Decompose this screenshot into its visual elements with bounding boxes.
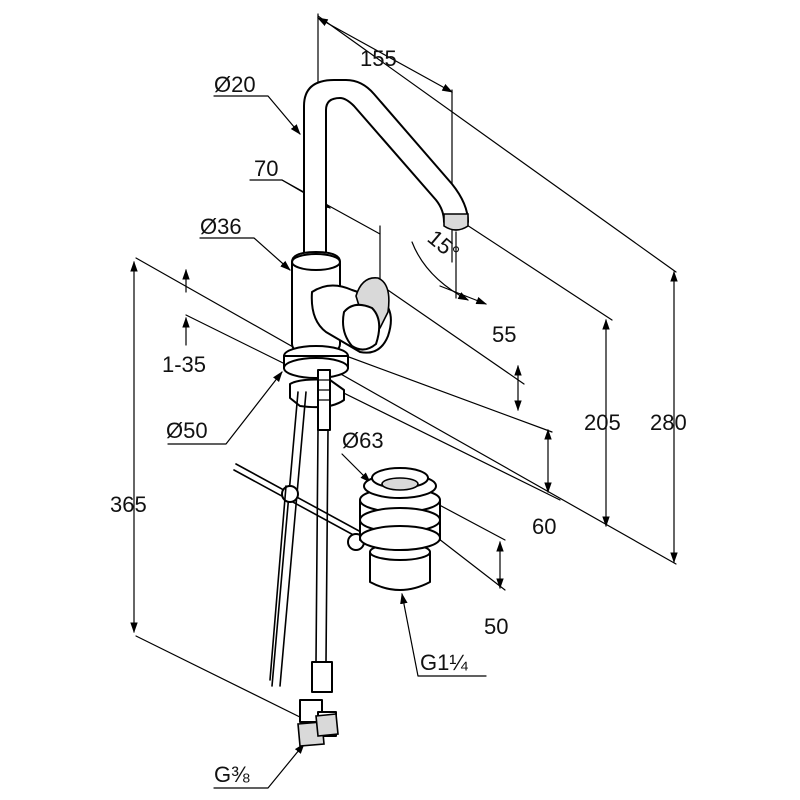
waste-valve [359,467,441,591]
label-body-diameter: Ø36 [200,214,242,239]
label-spout-offset: 70 [254,156,278,181]
extension-lines [135,15,677,727]
label-hose-thread: G⅜ [214,762,250,787]
angle-arc [411,241,469,301]
supply-hose-right [315,429,319,663]
label-plug-height: 50 [484,614,508,639]
label-waste-thread: G1¼ [420,650,468,675]
label-base-diameter: Ø50 [166,418,208,443]
waste-plug [381,477,419,491]
leader-lines [167,95,487,789]
label-reach: 155 [360,46,397,71]
label-total-height: 280 [650,410,687,435]
label-lever-height: 55 [492,322,516,347]
label-spout-diameter: Ø20 [214,72,256,97]
label-base-to-plug: 60 [532,514,556,539]
label-height-range: 1-35 [162,352,206,377]
dim-line-155 [317,17,453,93]
dimension-lines [130,13,678,634]
spout-tip [443,213,469,231]
supply-hose-left [271,391,299,687]
label-spout-angle: 15° [423,225,465,266]
label-total-length: 365 [110,492,147,517]
label-waste-diameter: Ø63 [342,428,384,453]
label-outlet-height: 205 [584,410,621,435]
faucet [233,79,469,747]
pop-up-rod [235,463,373,539]
